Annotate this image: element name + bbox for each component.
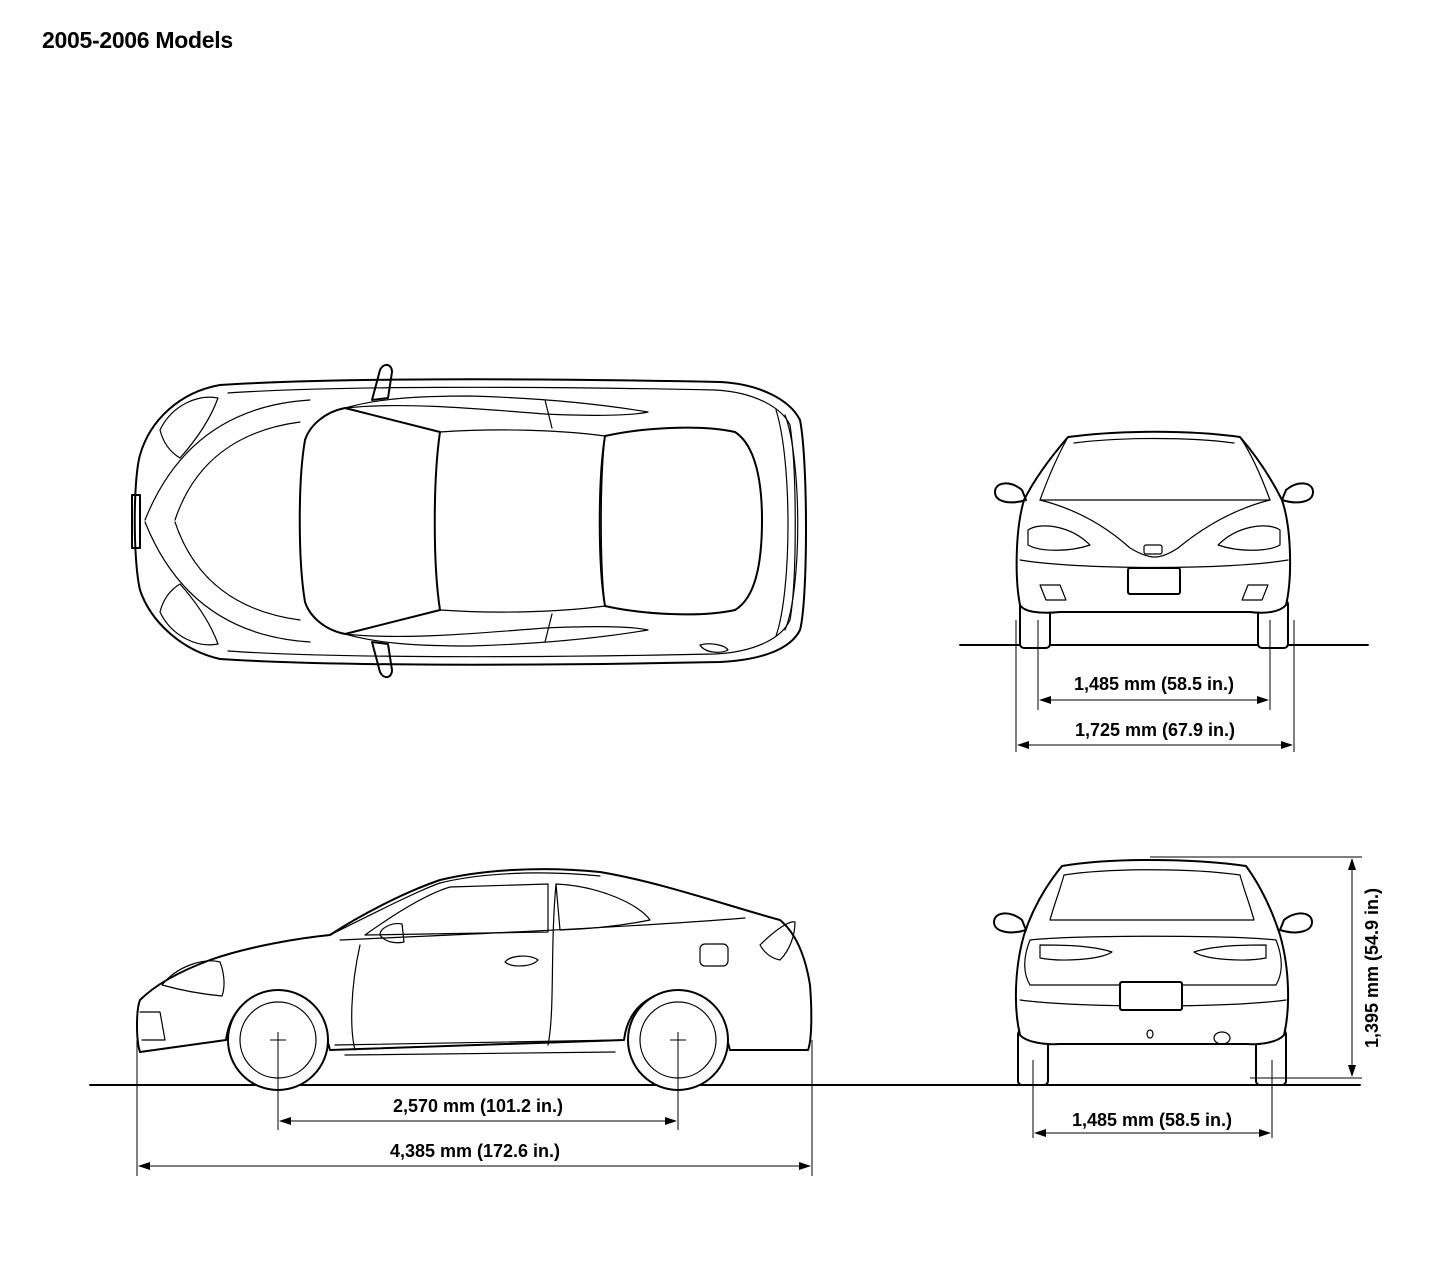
overall-length-label: 4,385 mm (172.6 in.) bbox=[390, 1141, 560, 1161]
side-view: 2,570 mm (101.2 in.) 4,385 mm (172.6 in.… bbox=[89, 868, 1361, 1176]
front-track-label: 1,485 mm (58.5 in.) bbox=[1074, 674, 1234, 694]
rear-view: 1,485 mm (58.5 in.) 1,395 mm (54.9 in.) bbox=[993, 856, 1382, 1138]
front-view: 1,485 mm (58.5 in.) 1,725 mm (67.9 in.) bbox=[959, 430, 1369, 752]
overall-height-label: 1,395 mm (54.9 in.) bbox=[1362, 888, 1382, 1048]
page-title: 2005-2006 Models bbox=[42, 27, 233, 53]
wheelbase-label: 2,570 mm (101.2 in.) bbox=[393, 1096, 563, 1116]
overall-width-label: 1,725 mm (67.9 in.) bbox=[1075, 720, 1235, 740]
rear-track-label: 1,485 mm (58.5 in.) bbox=[1072, 1110, 1232, 1130]
top-view bbox=[131, 364, 807, 678]
